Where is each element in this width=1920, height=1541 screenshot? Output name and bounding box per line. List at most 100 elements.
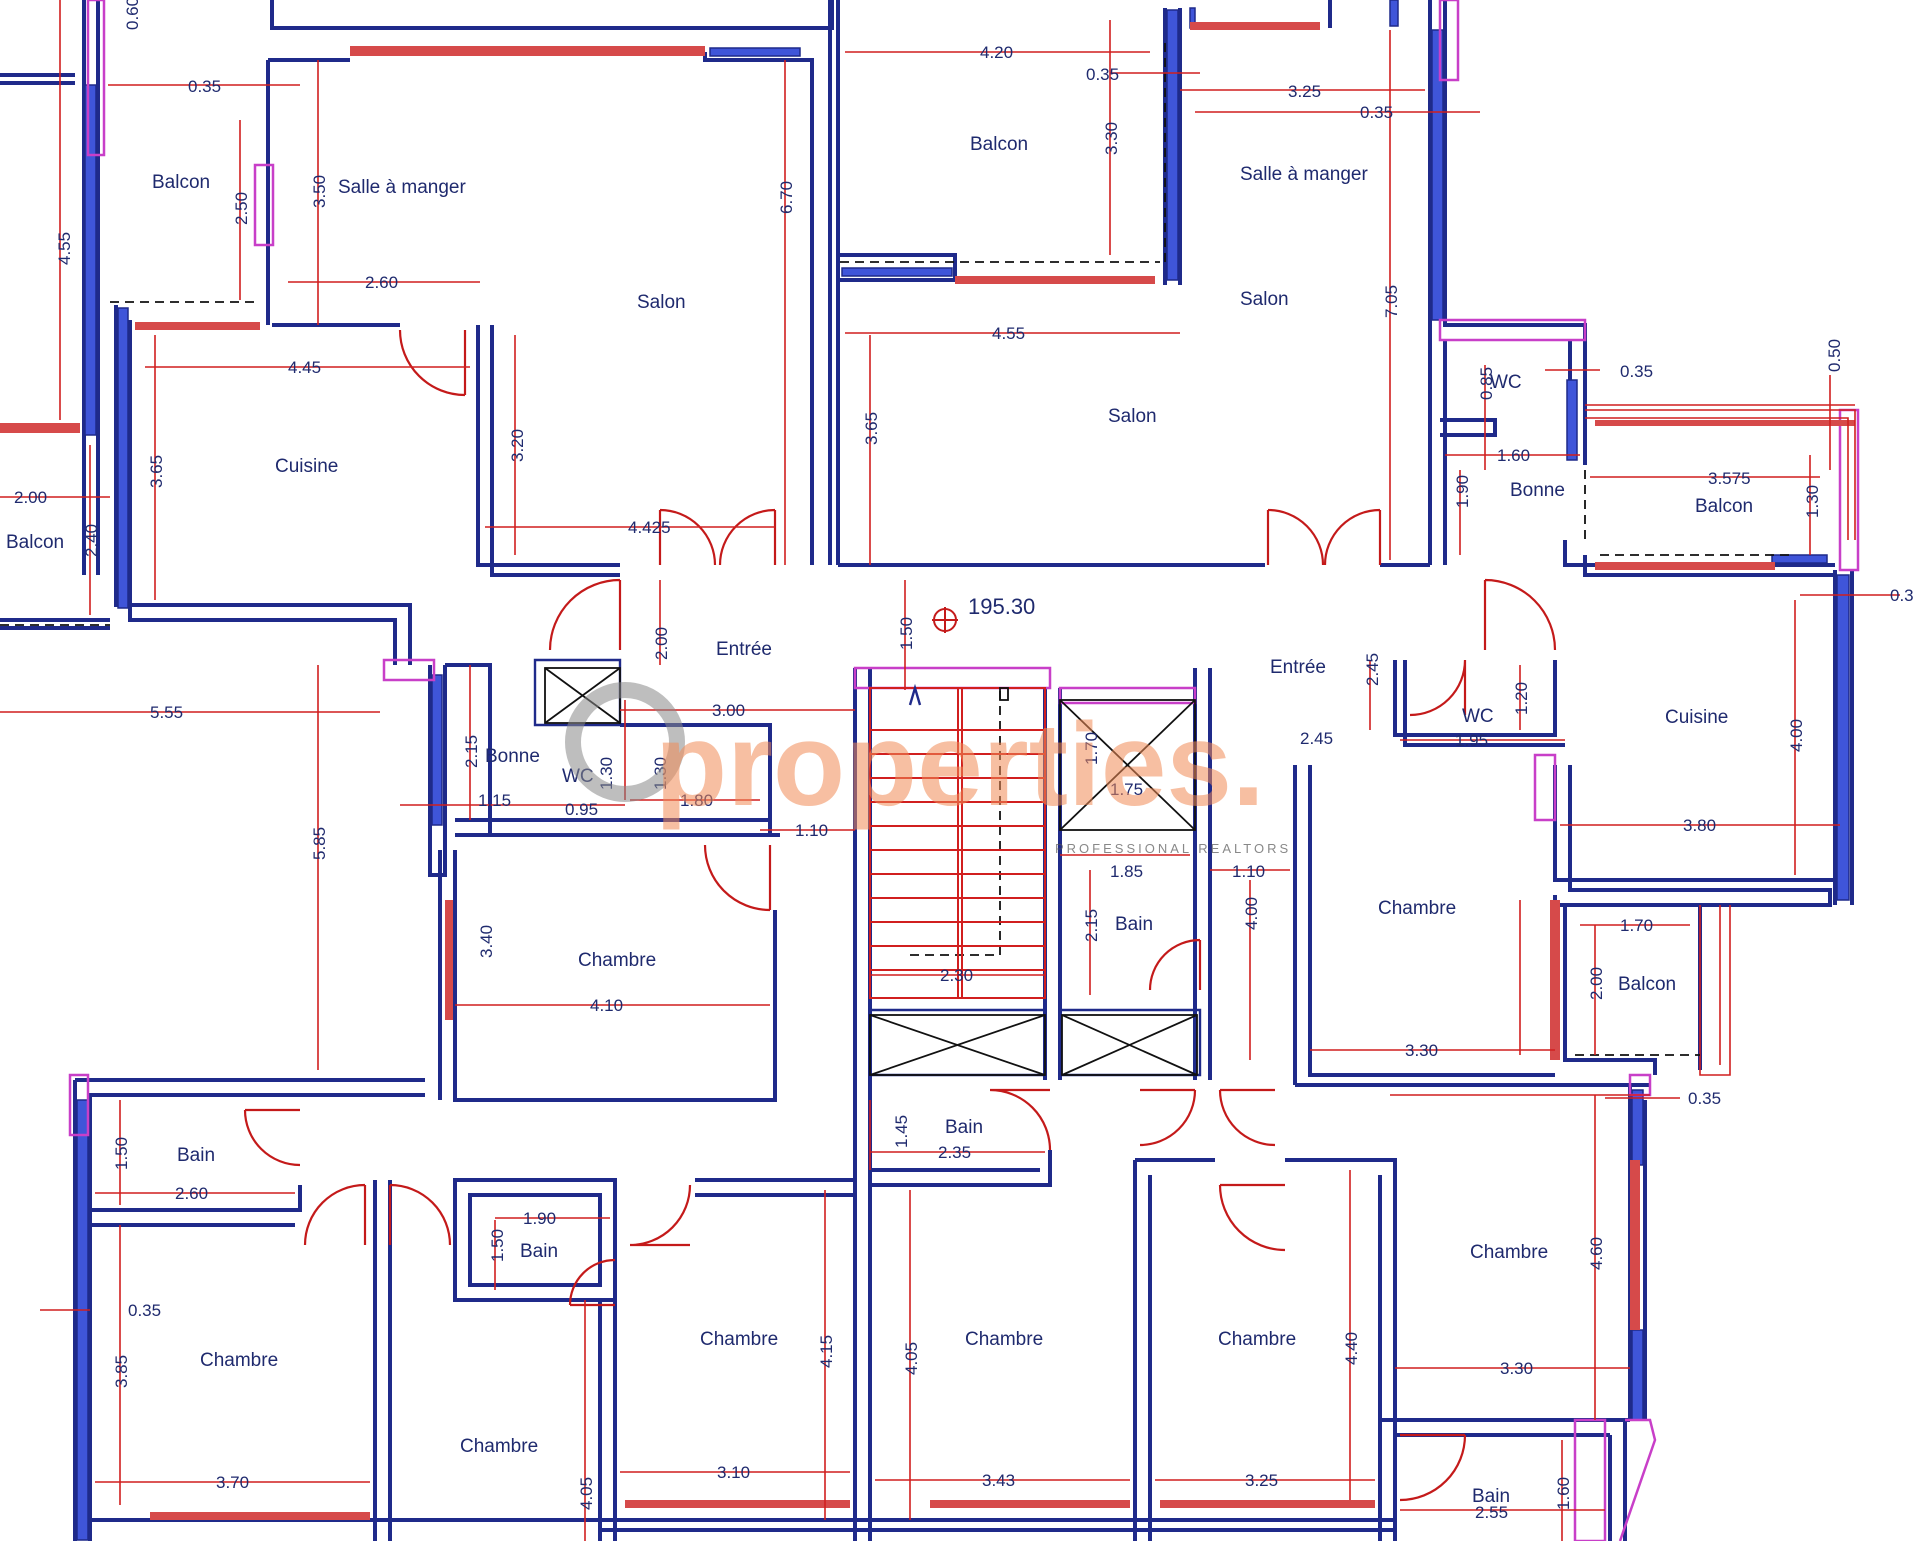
dimension-labels: 0.60 0.35 4.55 2.50 3.50 2.60 6.70 4.45 … [14,0,1914,1522]
dim-label: 4.55 [992,324,1025,343]
dim-label: 3.575 [1708,469,1751,488]
dim-label: 3.80 [1683,816,1716,835]
dim-label: 4.00 [1242,897,1261,930]
dim-label: 1.90 [523,1209,556,1228]
dim-label: 0.50 [1825,339,1844,372]
dim-label: 1.80 [680,791,713,810]
wall-wc-r [1393,660,1565,747]
dim-label: 2.45 [1300,729,1333,748]
room-label-entree-r: Entrée [1270,657,1326,678]
dim-label: 4.05 [902,1342,921,1375]
room-label-bain-bl: Bain [177,1145,215,1166]
windows [0,22,1855,1520]
dim-label: 0.3 [1890,586,1914,605]
wall-tr-1 [1163,0,1587,565]
dim-label: 3.40 [477,925,496,958]
dim-label: 0.95 [565,800,598,819]
wall-balcon-top [828,0,957,565]
dim-label: 2.00 [1587,967,1606,1000]
dim-label: 3.30 [1500,1359,1533,1378]
dim-label: 0.60 [123,0,142,30]
dim-label: 2.40 [82,524,101,557]
room-label-cuisine-l: Cuisine [275,456,338,477]
dim-label: 2.60 [365,273,398,292]
dim-label: 4.60 [1587,1237,1606,1270]
dim-label: 3.50 [310,175,329,208]
dim-label: 2.00 [14,488,47,507]
dim-label: 4.00 [1787,719,1806,752]
wall-bain-c3 [853,1080,1052,1541]
dim-label: 4.425 [628,518,671,537]
balcony-dashed-edges [0,40,1790,1056]
wall-cuisine [114,305,412,665]
dim-label: 7.05 [1382,285,1401,318]
dim-label: 4.15 [817,1335,836,1368]
room-label-balcon-r: Balcon [1695,496,1753,517]
room-label-entree-l: Entrée [716,639,772,660]
wall-bottom-edge [75,1518,1395,1532]
dim-label: 4.55 [55,232,74,265]
doors [243,329,1557,1502]
dim-label: 1.10 [1232,862,1265,881]
dim-label: 2.30 [940,966,973,985]
dim-label: 5.55 [150,703,183,722]
dim-label: 0.35 [1360,103,1393,122]
staircase [869,683,1046,999]
dim-label: 2.15 [462,735,481,768]
dim-label: 3.43 [982,1471,1015,1490]
dim-label: 1.20 [1512,682,1531,715]
wall-cuisine-r [1833,570,1854,905]
room-label-chambre-b3: Chambre [700,1329,778,1350]
balcony-rails [1585,404,1856,1076]
room-label-bonne-tr: Bonne [1510,480,1565,501]
dim-label: 2.15 [1082,909,1101,942]
room-label-chambre-b2: Chambre [460,1436,538,1457]
dim-label: 3.65 [862,412,881,445]
dim-label: 3.10 [717,1463,750,1482]
dim-label: 2.35 [938,1143,971,1162]
dim-label: 0.35 [188,77,221,96]
dim-label: 3.85 [112,1355,131,1388]
dim-label: 1.15 [478,791,511,810]
wall-chambre-r1 [1293,765,1650,1087]
dim-label: 3.25 [1288,82,1321,101]
dim-label: 0.35 [128,1301,161,1320]
dim-label: 0.35 [1688,1089,1721,1108]
dim-label: 1.45 [892,1115,911,1148]
dim-label: 1.50 [488,1229,507,1262]
dim-label: 1.50 [897,617,916,650]
room-label-wc-r: WC [1462,706,1494,727]
wall-bottom-top [75,1078,442,1100]
dim-label: 3.30 [1405,1041,1438,1060]
wall-bain-br [1380,1418,1630,1541]
dim-label: 0.85 [1477,367,1496,400]
dim-label: 4.45 [288,358,321,377]
dim-label: 1.70 [1620,916,1653,935]
dim-label: 5.85 [310,827,329,860]
dim-label: 3.00 [712,701,745,720]
dim-label: 6.70 [777,181,796,214]
room-label-wc-tr: WC [1490,372,1522,393]
wall-cuisine-r-bottom [1553,765,1845,907]
dim-label: 2.45 [1363,653,1382,686]
room-label-salon-r2: Salon [1108,406,1157,427]
room-label-chambre-r1: Chambre [1378,898,1456,919]
room-label-balcon-l: Balcon [6,532,64,553]
dim-label: 1.10 [795,821,828,840]
room-label-salle-manger-l: Salle à manger [338,177,466,198]
room-label-balcon-tl: Balcon [152,172,210,193]
dim-label: 3.70 [216,1473,249,1492]
dim-label: 2.60 [175,1184,208,1203]
dim-label: 2.50 [232,192,251,225]
wall-balcon-l [0,618,110,630]
dim-label: 1.30 [1803,485,1822,518]
dim-label: 1.85 [1110,862,1143,881]
dim-label: 1.60 [1497,446,1530,465]
room-label-bain-c3: Bain [520,1241,558,1262]
room-label-salle-manger-r: Salle à manger [1240,164,1368,185]
room-label-bain-c2: Bain [945,1117,983,1138]
room-label-balcon-r2: Balcon [1618,974,1676,995]
dim-label: 3.25 [1245,1471,1278,1490]
room-label-chambre-br: Chambre [1470,1242,1548,1263]
